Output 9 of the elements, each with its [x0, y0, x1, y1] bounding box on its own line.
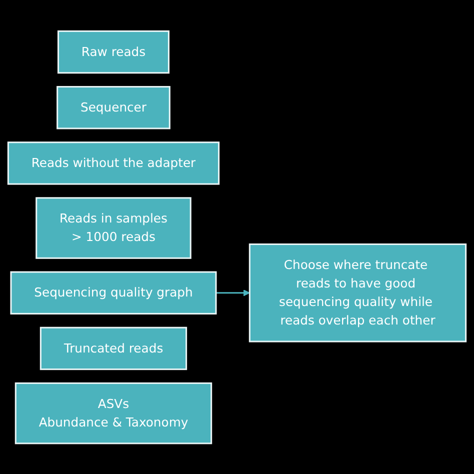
node-box: Reads in samples > 1000 reads	[36, 196, 192, 259]
node-box: Choose where truncate reads to have good sequencing quality while reads overlap each other	[248, 243, 467, 342]
node-box: Raw reads	[57, 30, 170, 74]
node-box: Reads without the adapter	[7, 141, 220, 184]
node-box: ASVs Abundance & Taxonomy	[14, 382, 212, 444]
node-box: Truncated reads	[40, 326, 188, 370]
node-box: Sequencer	[56, 86, 170, 129]
node-box: Sequencing quality graph	[10, 270, 217, 314]
arrow	[216, 289, 250, 296]
